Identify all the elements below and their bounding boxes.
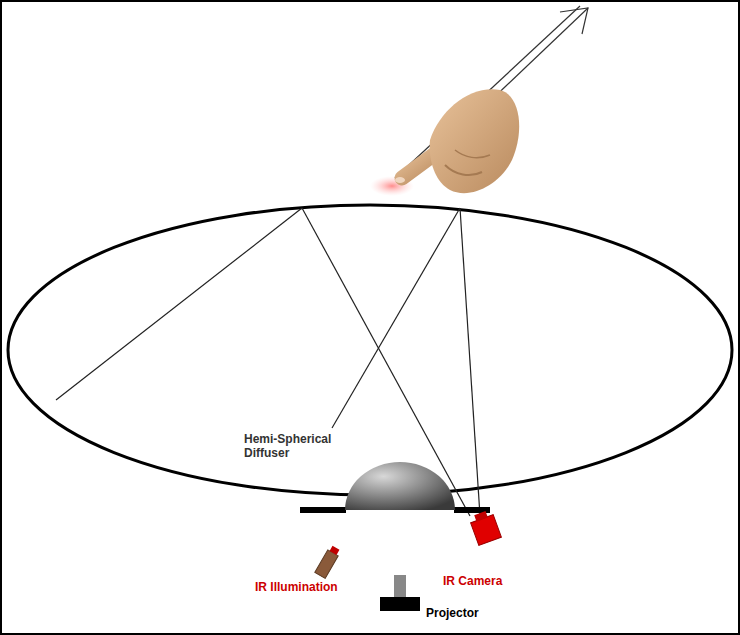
ir-illumination-symbol: [315, 545, 341, 579]
hand: [395, 89, 519, 193]
part-label: IR Illumination: [255, 580, 375, 594]
sphere-outline: [8, 205, 732, 495]
part-label: Hemi-Spherical Diffuser: [244, 432, 354, 460]
diffuser-dome: [345, 462, 455, 510]
projector-symbol: [380, 575, 420, 611]
part-label: IR Camera: [443, 574, 543, 588]
ir-camera-symbol: [469, 509, 502, 545]
base-bar: [300, 507, 346, 513]
part-label: Projector: [426, 606, 526, 620]
light-rays: [56, 208, 480, 516]
